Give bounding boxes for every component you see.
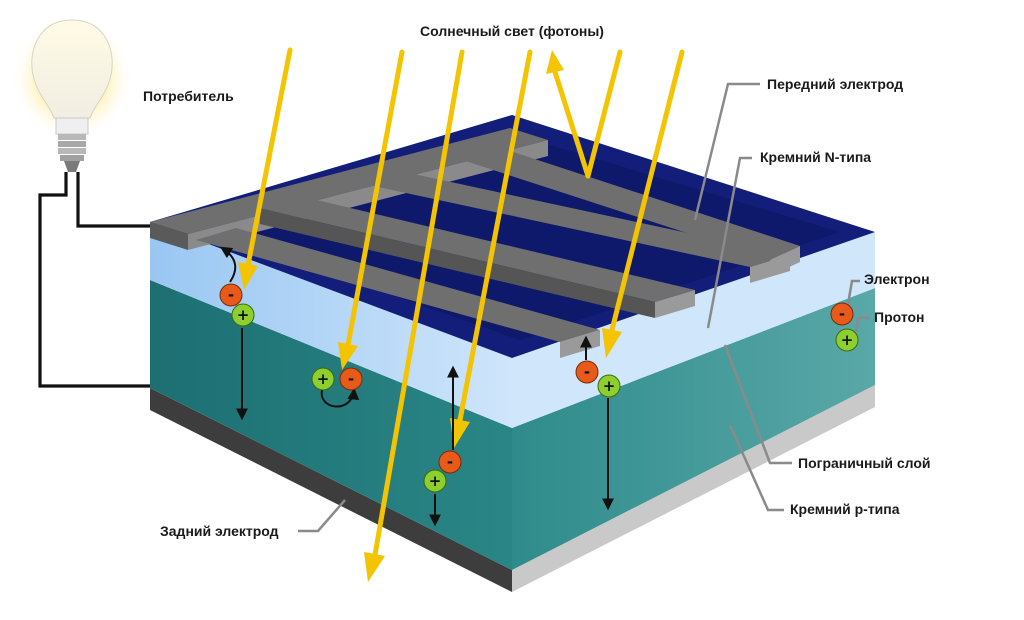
- charge-paths: [219, 246, 614, 527]
- svg-text:-: -: [584, 363, 590, 381]
- electron-particle: -: [438, 450, 462, 474]
- proton-particle: +: [597, 374, 621, 398]
- label-junction: Пограничный слой: [798, 455, 931, 471]
- svg-text:-: -: [348, 370, 354, 388]
- electron-particle: -: [219, 283, 243, 307]
- legend-proton: +: [835, 328, 859, 352]
- svg-text:-: -: [228, 286, 234, 304]
- proton-particle: +: [231, 303, 255, 327]
- svg-text:+: +: [603, 377, 616, 395]
- leader-lines: [298, 82, 870, 533]
- back-electrode-layer: [150, 388, 512, 592]
- solar-cell-block: [150, 115, 875, 592]
- label-back-electrode: Задний электрод: [160, 523, 279, 539]
- legend-electron: -: [830, 302, 854, 326]
- sunlight-arrows: [238, 47, 685, 582]
- proton-particle: +: [423, 469, 447, 493]
- electron-particle: -: [575, 360, 599, 384]
- electron-particle: -: [339, 367, 363, 391]
- light-bulb-icon: [10, 16, 134, 172]
- label-p-silicon: Кремний p-типа: [790, 501, 900, 517]
- svg-text:+: +: [317, 370, 330, 388]
- svg-text:+: +: [841, 331, 854, 349]
- label-n-silicon: Кремний N-типа: [760, 149, 871, 165]
- svg-text:-: -: [447, 453, 453, 471]
- svg-text:+: +: [237, 306, 250, 324]
- label-proton: Протон: [874, 309, 925, 325]
- label-electron: Электрон: [864, 271, 930, 287]
- label-consumer: Потребитель: [143, 88, 234, 104]
- svg-text:-: -: [839, 305, 845, 323]
- proton-particle: +: [311, 367, 335, 391]
- p-type-layer: [150, 280, 512, 570]
- label-sunlight: Солнечный свет (фотоны): [420, 23, 604, 39]
- circuit-wire: [38, 172, 152, 388]
- label-front-electrode: Передний электрод: [767, 76, 903, 92]
- svg-text:+: +: [429, 472, 442, 490]
